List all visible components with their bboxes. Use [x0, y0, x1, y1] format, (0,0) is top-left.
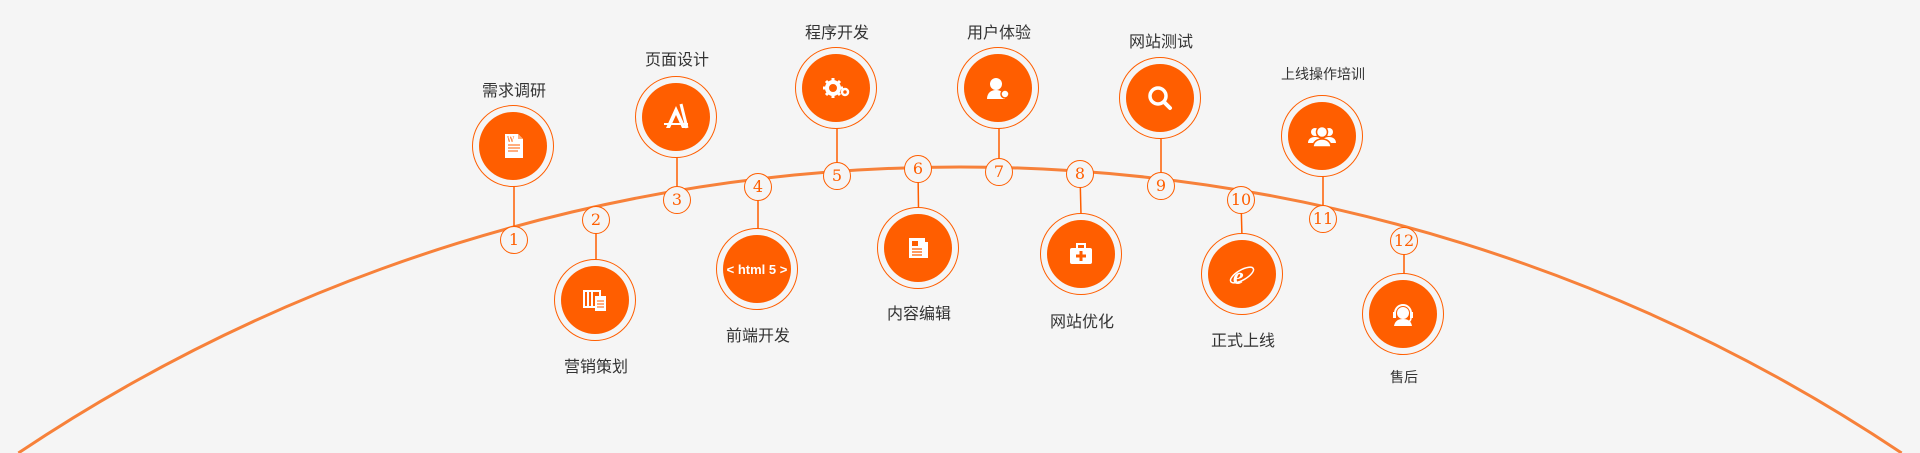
step-number-12: 12 [1390, 227, 1418, 255]
step-label: 前端开发 [725, 326, 791, 345]
step-label: 需求调研 [481, 81, 547, 100]
step-icon-circle-2[interactable] [554, 259, 636, 341]
html5-icon-text: < html 5 > [726, 261, 788, 277]
step-number-3: 3 [663, 186, 691, 214]
document-icon: W [479, 112, 547, 180]
step-label: 页面设计 [644, 50, 710, 69]
step-label: 内容编辑 [886, 304, 952, 323]
step-icon-circle-11[interactable] [1281, 95, 1363, 177]
step-label: 用户体验 [966, 23, 1032, 42]
step-icon-circle-8[interactable] [1040, 213, 1122, 295]
step-number-8: 8 [1066, 160, 1094, 188]
design-tools-icon [642, 83, 710, 151]
newspaper-icon [884, 214, 952, 282]
layout-clipboard-icon [561, 266, 629, 334]
medical-kit-icon [1047, 220, 1115, 288]
user-group-icon [1288, 102, 1356, 170]
step-number-9: 9 [1147, 172, 1175, 200]
step-label: 网站测试 [1128, 32, 1194, 51]
step-number-5: 5 [823, 162, 851, 190]
step-label: 营销策划 [563, 357, 629, 376]
step-number-4: 4 [744, 173, 772, 201]
search-icon [1126, 64, 1194, 132]
step-label: 网站优化 [1049, 312, 1115, 331]
step-icon-circle-1[interactable]: W [472, 105, 554, 187]
html5-icon: < html 5 > [723, 235, 791, 303]
arc-curve [17, 165, 1903, 453]
step-label: 上线操作培训 [1281, 67, 1365, 83]
step-number-10: 10 [1227, 186, 1255, 214]
gears-icon [802, 54, 870, 122]
step-number-11: 11 [1309, 205, 1337, 233]
step-label: 正式上线 [1210, 331, 1276, 350]
step-icon-circle-7[interactable] [957, 47, 1039, 129]
step-label: 售后 [1390, 370, 1418, 386]
step-icon-circle-4[interactable]: < html 5 > [716, 228, 798, 310]
svg-text:e: e [1233, 264, 1244, 290]
step-icon-circle-12[interactable] [1362, 273, 1444, 355]
step-label: 程序开发 [804, 23, 870, 42]
step-icon-circle-10[interactable]: e [1201, 233, 1283, 315]
step-icon-circle-9[interactable] [1119, 57, 1201, 139]
step-icon-circle-3[interactable] [635, 76, 717, 158]
headset-support-icon [1369, 280, 1437, 348]
step-number-6: 6 [904, 155, 932, 183]
svg-text:W: W [507, 136, 515, 144]
step-icon-circle-6[interactable] [877, 207, 959, 289]
step-number-7: 7 [985, 158, 1013, 186]
step-number-2: 2 [582, 206, 610, 234]
user-settings-icon [964, 54, 1032, 122]
internet-explorer-icon: e [1208, 240, 1276, 308]
step-icon-circle-5[interactable] [795, 47, 877, 129]
step-number-1: 1 [500, 226, 528, 254]
